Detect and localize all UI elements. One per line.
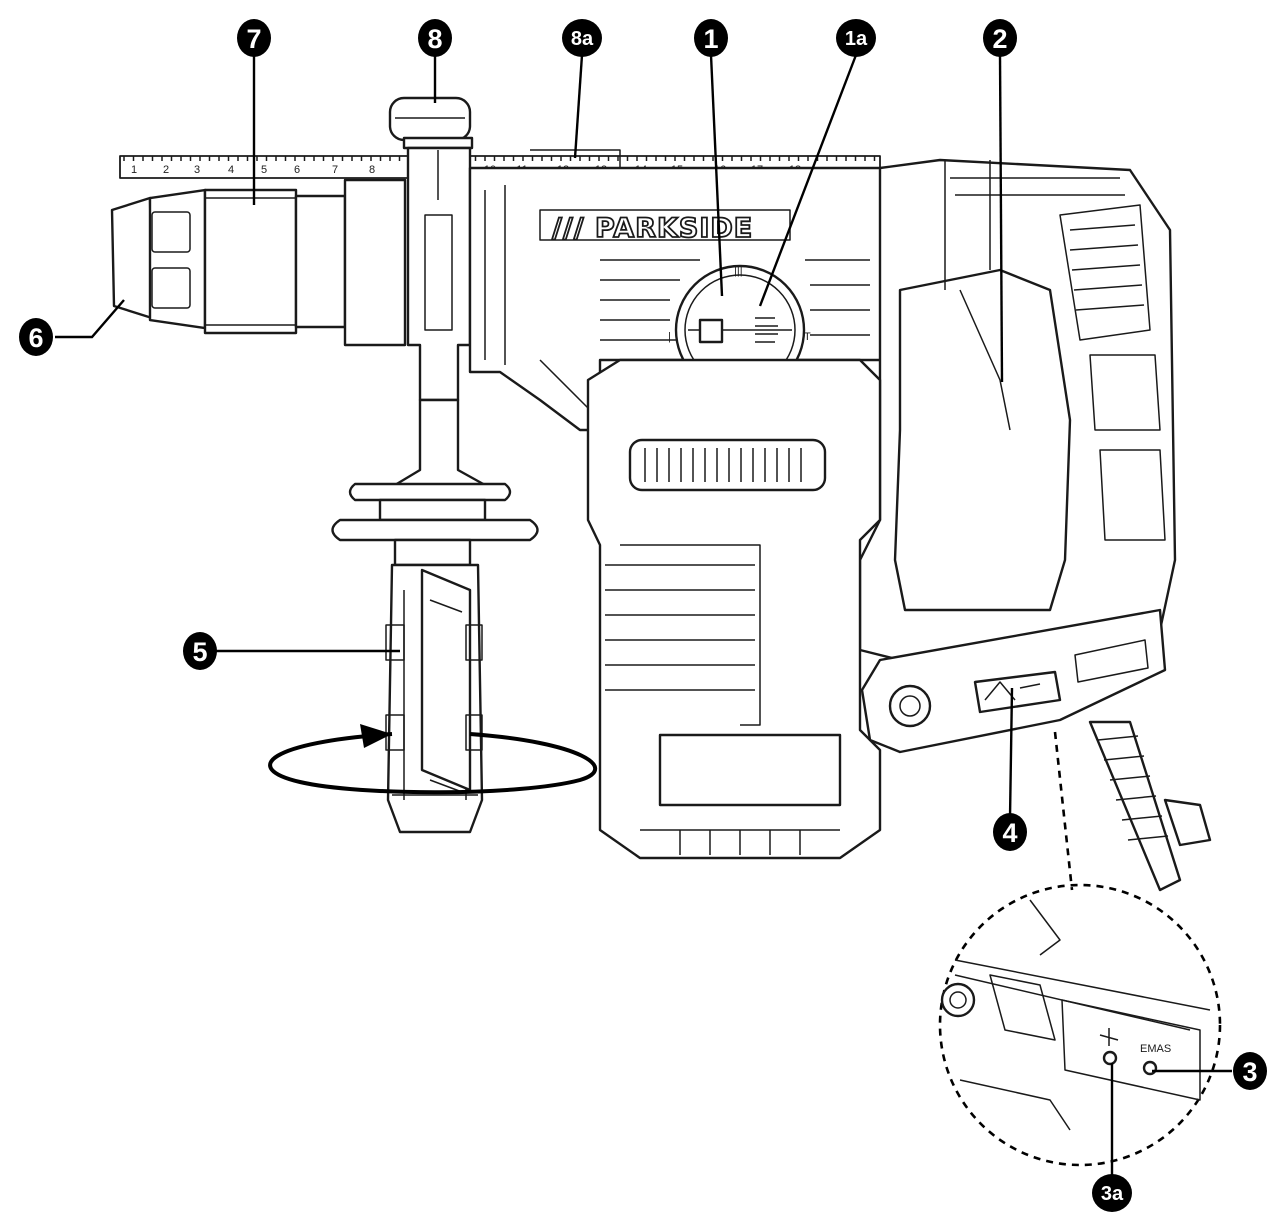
- callout-badge: [694, 19, 728, 57]
- callout-badge: [993, 813, 1027, 851]
- callout-7: 7: [237, 19, 271, 57]
- callout-badge: [418, 19, 452, 57]
- callout-number: 4: [1002, 818, 1017, 848]
- callout-number: 3a: [1101, 1183, 1124, 1205]
- callouts: 7 8 8a 1 1a 2 6 5 4 3 3a: [19, 19, 1267, 1212]
- rear-handle: [858, 158, 1177, 662]
- callout-badge: [19, 318, 53, 356]
- callout-number: 6: [28, 323, 43, 353]
- dial-mark-left: |: [668, 331, 671, 343]
- inset-detail: EMAS: [938, 731, 1222, 1167]
- ruler-number: 2: [163, 164, 169, 176]
- rotation-arrow: [268, 724, 598, 795]
- callout-5: 5: [183, 632, 217, 670]
- auxiliary-handle: [331, 96, 539, 834]
- gear-housing: [586, 358, 882, 860]
- dial-mark-right: T: [804, 331, 811, 343]
- power-cable: [1088, 720, 1212, 892]
- ruler-number: 6: [294, 164, 300, 176]
- ruler-number: 7: [332, 164, 338, 176]
- callout-badge: [562, 19, 602, 57]
- callout-badge: [183, 632, 217, 670]
- ruler-number: 3: [194, 164, 200, 176]
- ruler-number: 4: [228, 164, 234, 176]
- callout-number: 5: [192, 637, 207, 667]
- callout-1: 1: [694, 19, 728, 57]
- callout-1a: 1a: [836, 19, 876, 57]
- ruler-number: 8: [369, 164, 375, 176]
- callout-2: 2: [983, 19, 1017, 57]
- callout-number: 3: [1242, 1057, 1257, 1087]
- callout-number: 7: [246, 24, 261, 54]
- callout-8: 8: [418, 19, 452, 57]
- brand-label: /// PARKSIDE: [552, 213, 753, 244]
- leader-lines: [55, 54, 1232, 1176]
- callout-badge: [1233, 1052, 1267, 1090]
- callout-number: 1: [703, 24, 718, 54]
- callout-4: 4: [993, 813, 1027, 851]
- callout-3: 3: [1233, 1052, 1267, 1090]
- callout-6: 6: [19, 318, 53, 356]
- callout-badge: [836, 19, 876, 57]
- ruler-number: 5: [261, 164, 267, 176]
- callout-badge: [237, 19, 271, 57]
- callout-number: 8: [427, 24, 442, 54]
- callout-badge: [983, 19, 1017, 57]
- tool-chuck: [110, 178, 407, 347]
- callout-number: 2: [992, 24, 1007, 54]
- ruler-number: 1: [131, 164, 137, 176]
- callout-8a: 8a: [562, 19, 602, 57]
- inset-label: EMAS: [1140, 1043, 1171, 1055]
- callout-number: 1a: [845, 28, 868, 50]
- switch-base: [860, 608, 1167, 754]
- callout-badge: [1092, 1174, 1132, 1212]
- callout-number: 8a: [571, 28, 594, 50]
- callout-3a: 3a: [1092, 1174, 1132, 1212]
- dial-mark-top: |||: [734, 265, 743, 277]
